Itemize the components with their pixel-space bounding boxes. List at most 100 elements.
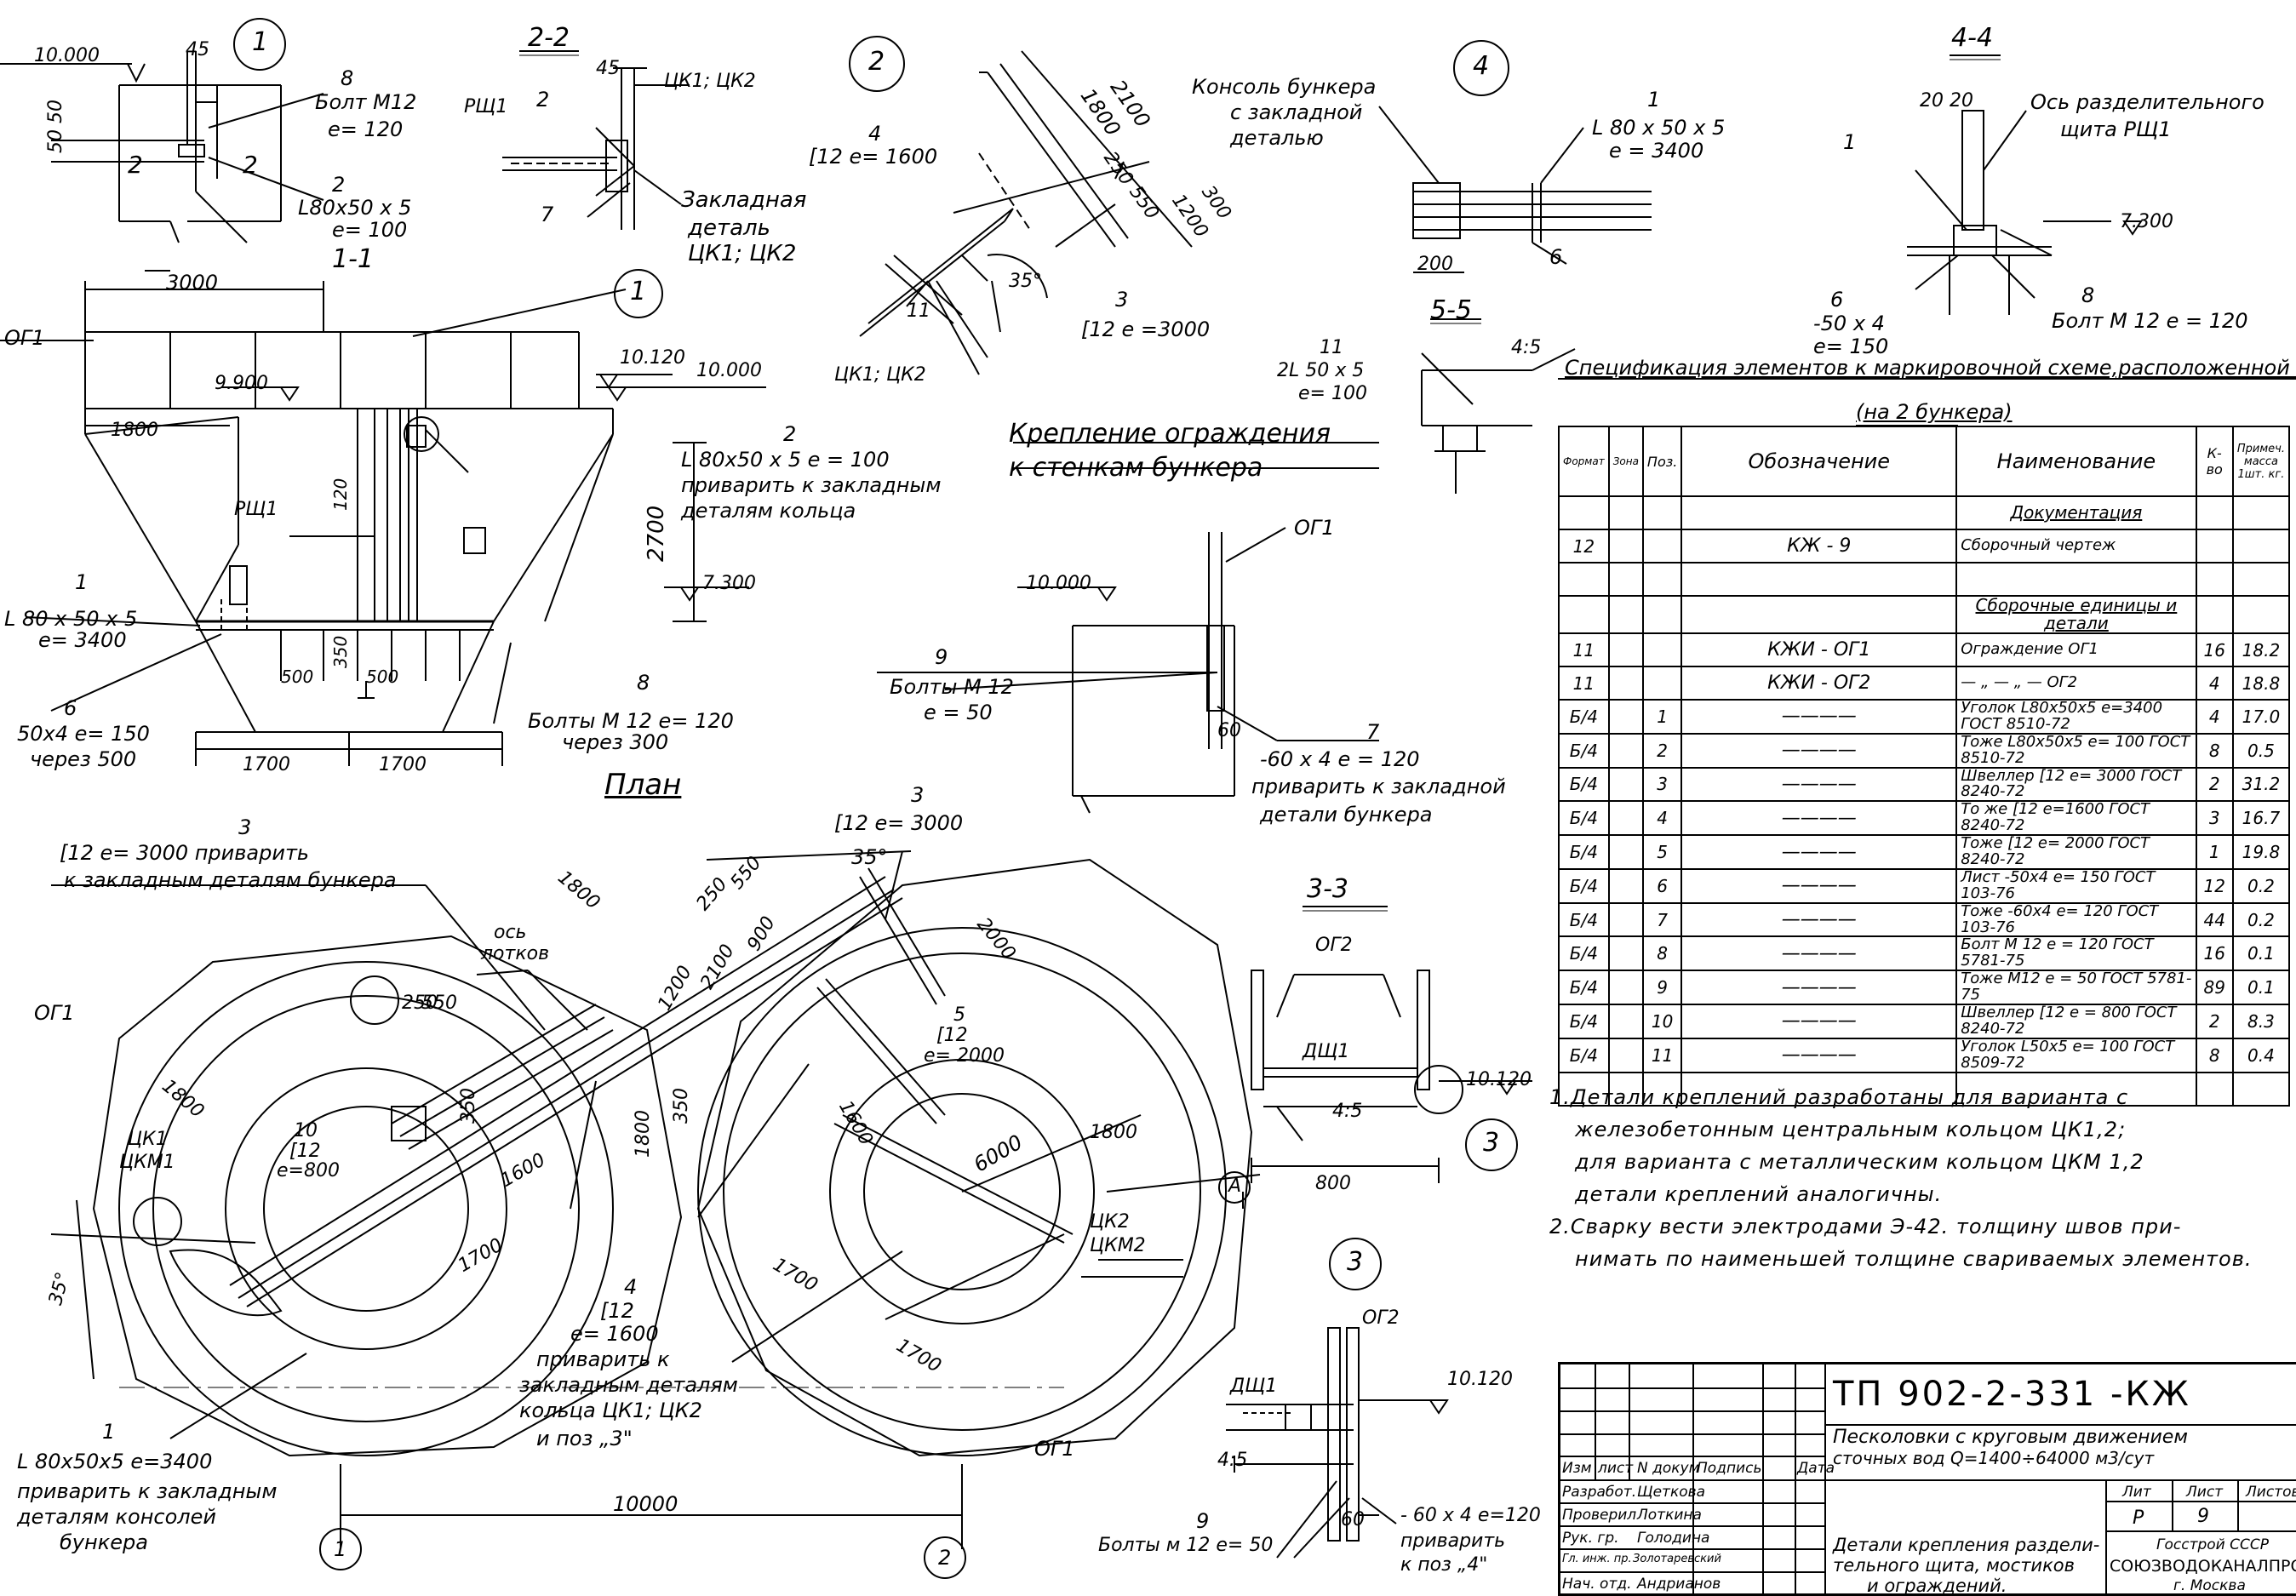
label: деталь	[688, 215, 770, 241]
spec-oboz: ————	[1680, 935, 1958, 972]
spec-name: Лист -50x4 e= 150 ГОСТ 103-76	[1955, 867, 2197, 904]
label: 11	[907, 300, 930, 322]
spec-mass: 0.2	[2231, 901, 2291, 938]
label: 1	[1647, 88, 1661, 112]
name: Андрианов	[1637, 1576, 1721, 1593]
spec-qty: 16	[2195, 935, 2234, 972]
axis-2-label: 2	[938, 1546, 952, 1570]
label: 10000	[613, 1492, 678, 1516]
spec-oboz: ————	[1680, 1037, 1958, 1073]
label: 1	[1843, 130, 1857, 154]
spec-pos: 10	[1641, 1004, 1683, 1039]
spec-oboz: ————	[1680, 834, 1958, 870]
label: Болт М 12 e = 120	[2052, 309, 2248, 333]
spec-pos: 5	[1641, 834, 1683, 870]
view-circle-1: 1	[252, 27, 269, 57]
org-2: СОЮЗВОДОКАНАЛПРОЕКТ	[2110, 1557, 2296, 1576]
label: ОГ1	[34, 1001, 75, 1025]
detail-3	[1226, 1327, 1449, 1559]
label: e= 100	[332, 218, 408, 242]
spec-pos: 8	[1641, 935, 1683, 972]
spec-col-oboz: Обозначение	[1680, 426, 1958, 497]
spec-zone	[1607, 732, 1644, 769]
spec-name: Швеллер [12 e = 800 ГОСТ 8240-72	[1955, 1004, 2197, 1039]
spec-oboz: КЖ - 9	[1680, 529, 1958, 563]
label: 8	[637, 671, 650, 695]
spec-format: Б/4	[1558, 800, 1610, 837]
label: ДЩ1	[1230, 1376, 1278, 1397]
label: ось	[494, 922, 527, 943]
label: L80x50 x 5	[298, 196, 412, 220]
role: Гл. инж. пр.	[1562, 1553, 1632, 1565]
view-circle-4: 4	[1473, 51, 1490, 81]
section-5-5	[1421, 318, 1576, 494]
spec-pos: 9	[1641, 970, 1683, 1006]
label: [12	[936, 1025, 968, 1046]
spec-pos: 7	[1641, 901, 1683, 938]
col-izm: Изм	[1562, 1460, 1592, 1477]
sheet-label: Лист	[2186, 1484, 2224, 1501]
spec-zone	[1607, 901, 1644, 938]
spec-mass	[2231, 529, 2291, 563]
note-line: железобетонным центральным кольцом ЦК1,2…	[1575, 1118, 2127, 1141]
spec-format: Б/4	[1558, 970, 1610, 1006]
label: 7	[541, 203, 554, 226]
label: к закладным деталям бункера	[64, 868, 397, 892]
spec-zone	[1607, 666, 1644, 701]
spec-qty	[2195, 1071, 2234, 1107]
name: Золотаревский	[1633, 1553, 1721, 1565]
spec-qty	[2195, 529, 2234, 563]
label: 2700	[644, 505, 669, 562]
label: e = 50	[924, 701, 993, 724]
label: 8	[341, 66, 354, 90]
label: 9.900	[215, 373, 268, 394]
label: 2	[783, 422, 797, 446]
role: Разработ.	[1562, 1484, 1637, 1501]
spec-col-mass: Примеч. масса 1шт. кг.	[2231, 426, 2291, 497]
spec-format: 11	[1558, 632, 1610, 667]
spec-table-frame	[1558, 378, 2296, 426]
label: L 80x50x5 e=3400	[17, 1450, 213, 1473]
spec-zone	[1607, 867, 1644, 904]
fence-fixing-detail	[877, 442, 1379, 814]
label: 4:5	[1511, 337, 1542, 358]
label: приварить к закладным	[17, 1479, 278, 1503]
label: приварить к закладным	[681, 473, 942, 497]
spec-qty: 4	[2195, 699, 2234, 735]
label: [12	[600, 1299, 634, 1323]
spec-oboz: КЖИ - ОГ2	[1680, 666, 1958, 701]
name: Щеткова	[1637, 1484, 1706, 1501]
label: Закладная	[681, 187, 807, 213]
label: L 80x50 x 5 e = 100	[681, 448, 890, 472]
spec-col-name: Наименование	[1955, 426, 2197, 497]
label: 3000	[166, 271, 219, 295]
label: 11	[1320, 337, 1343, 358]
section-4-4	[1907, 54, 2143, 315]
label: и поз „3"	[536, 1427, 633, 1450]
spec-pos: 2	[1641, 732, 1683, 769]
label: деталям консолей	[17, 1505, 217, 1529]
note-line: детали креплений аналогичны.	[1575, 1182, 1943, 1206]
note-line: 2.Сварку вести электродами Э-42. толщину…	[1549, 1215, 2182, 1238]
spec-format	[1558, 562, 1610, 597]
name: Лоткина	[1637, 1507, 1702, 1524]
spec-mass: 18.8	[2231, 666, 2291, 701]
spec-zone	[1607, 595, 1644, 634]
sheet-title-1: Детали крепления раздели-	[1833, 1535, 2100, 1555]
label: 2L 50 x 5	[1277, 360, 1365, 381]
label: 50 50	[45, 100, 66, 153]
label: закладным деталям	[519, 1373, 738, 1397]
label: - 60 x 4 e=120	[1400, 1505, 1541, 1526]
label: 1800	[111, 420, 158, 441]
label: 35°	[851, 845, 888, 869]
label: Болт М12	[315, 90, 417, 114]
spec-name: Уголок L80x50x5 e=3400 ГОСТ 8510-72	[1955, 699, 2197, 735]
label: 250	[402, 992, 438, 1014]
spec-pos: 11	[1641, 1037, 1683, 1073]
spec-oboz	[1680, 595, 1958, 634]
label: 4	[624, 1275, 638, 1299]
label: 2	[332, 173, 346, 197]
section-title-2-2: 2-2	[528, 23, 570, 53]
